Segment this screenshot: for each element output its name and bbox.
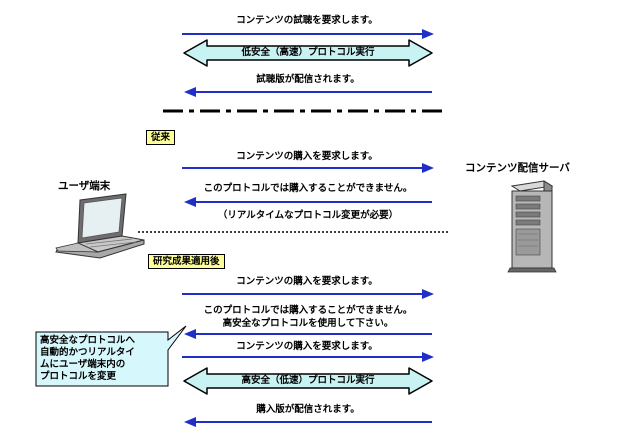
arrow-use-secure-protocol: [184, 329, 432, 339]
arrow-request-purchase-conventional: [182, 163, 434, 173]
msg-purchase-delivered: 購入版が配信されます。: [256, 404, 360, 415]
arrow-purchase-refused-conventional: [184, 197, 432, 207]
arrow-purchase-delivered: [184, 417, 432, 427]
tag-research-applied: 研究成果適用後: [148, 254, 225, 269]
msg-purchase-refused-conventional: このプロトコルでは購入することができません。: [203, 183, 413, 194]
msg-request-purchase-1: コンテンツの購入を要求します。: [236, 276, 378, 287]
msg-trial-delivered: 試聴版が配信されます。: [256, 74, 360, 85]
actor-user-terminal: ユーザ端末: [58, 180, 111, 192]
msg-use-secure-protocol: 高安全なプロトコルを使用して下さい。: [222, 318, 394, 329]
callout-line-4: プロトコルを変更: [40, 371, 117, 382]
band-label-high-security: 高安全（低速）プロトコル実行: [241, 375, 375, 386]
callout-text: 高安全なプロトコルへ 自動的かつリアルタイ ムにユーザ端末内の プロトコルを変更: [40, 335, 164, 383]
callout-line-2: 自動的かつリアルタイ: [40, 347, 135, 358]
tag-conventional: 従来: [146, 130, 176, 145]
msg-request-trial: コンテンツの試聴を要求します。: [236, 15, 378, 26]
arrow-trial-delivered: [184, 87, 432, 97]
double-arrow-high-security-protocol: [183, 367, 433, 395]
arrow-request-trial: [182, 29, 434, 39]
msg-purchase-refused-line1: このプロトコルでは購入することができません。: [203, 305, 413, 316]
actor-content-server: コンテンツ配信サーバ: [465, 162, 570, 174]
server-tower-icon: [507, 180, 557, 273]
arrow-request-purchase-1: [182, 289, 434, 299]
note-realtime-change-needed: （リアルタイムなプロトコル変更が必要）: [217, 210, 399, 221]
double-arrow-low-security-protocol: [183, 39, 433, 67]
msg-request-purchase-conventional: コンテンツの購入を要求します。: [236, 151, 378, 162]
callout-box: [35, 325, 187, 387]
callout-line-1: 高安全なプロトコルへ: [40, 335, 136, 346]
callout-line-3: ムにユーザ端末内の: [40, 359, 126, 370]
band-label-low-security: 低安全（高速）プロトコル実行: [241, 47, 375, 58]
msg-request-purchase-2: コンテンツの購入を要求します。: [236, 341, 378, 352]
laptop-icon: [55, 193, 145, 259]
arrow-request-purchase-2: [182, 352, 434, 362]
